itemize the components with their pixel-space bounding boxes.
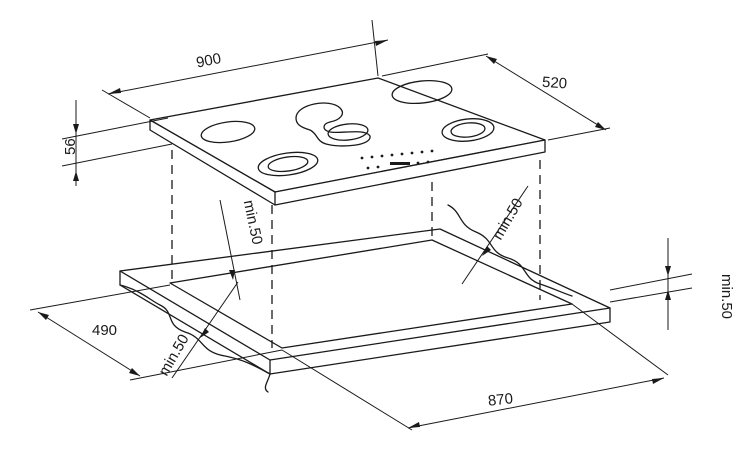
clearance-front-label: min.50	[155, 331, 192, 378]
clearance-right-label: min.50	[718, 274, 735, 319]
break-line-bottom	[264, 373, 271, 393]
hob	[149, 77, 546, 206]
dimension-520: 520	[381, 53, 611, 141]
break-line-left	[119, 284, 271, 375]
dimension-900-label: 900	[195, 50, 223, 71]
dimension-56-label: 56	[62, 138, 79, 155]
countertop	[119, 204, 611, 393]
clearance-back-label: min.50	[489, 195, 526, 242]
hob-glass-top	[149, 77, 546, 193]
control-panel	[360, 149, 434, 170]
dimension-56: 56	[61, 100, 173, 186]
burner-rear-left	[200, 120, 256, 144]
clearance-right: min.50	[609, 238, 735, 330]
clearance-left-label: min.50	[240, 199, 266, 247]
break-line-right	[447, 204, 573, 297]
burner-rear-right	[391, 79, 453, 105]
dimension-520-label: 520	[541, 74, 567, 93]
projection-lines	[171, 150, 541, 348]
burner-front-left	[257, 151, 319, 177]
dimension-900: 900	[101, 19, 389, 119]
dimension-870-label: 870	[487, 390, 514, 410]
burner-center-large	[295, 102, 371, 147]
dimension-870: 870	[281, 303, 669, 431]
dimension-490-label: 490	[92, 322, 117, 339]
burner-front-right	[441, 118, 495, 142]
dimension-490: 490	[29, 284, 283, 381]
